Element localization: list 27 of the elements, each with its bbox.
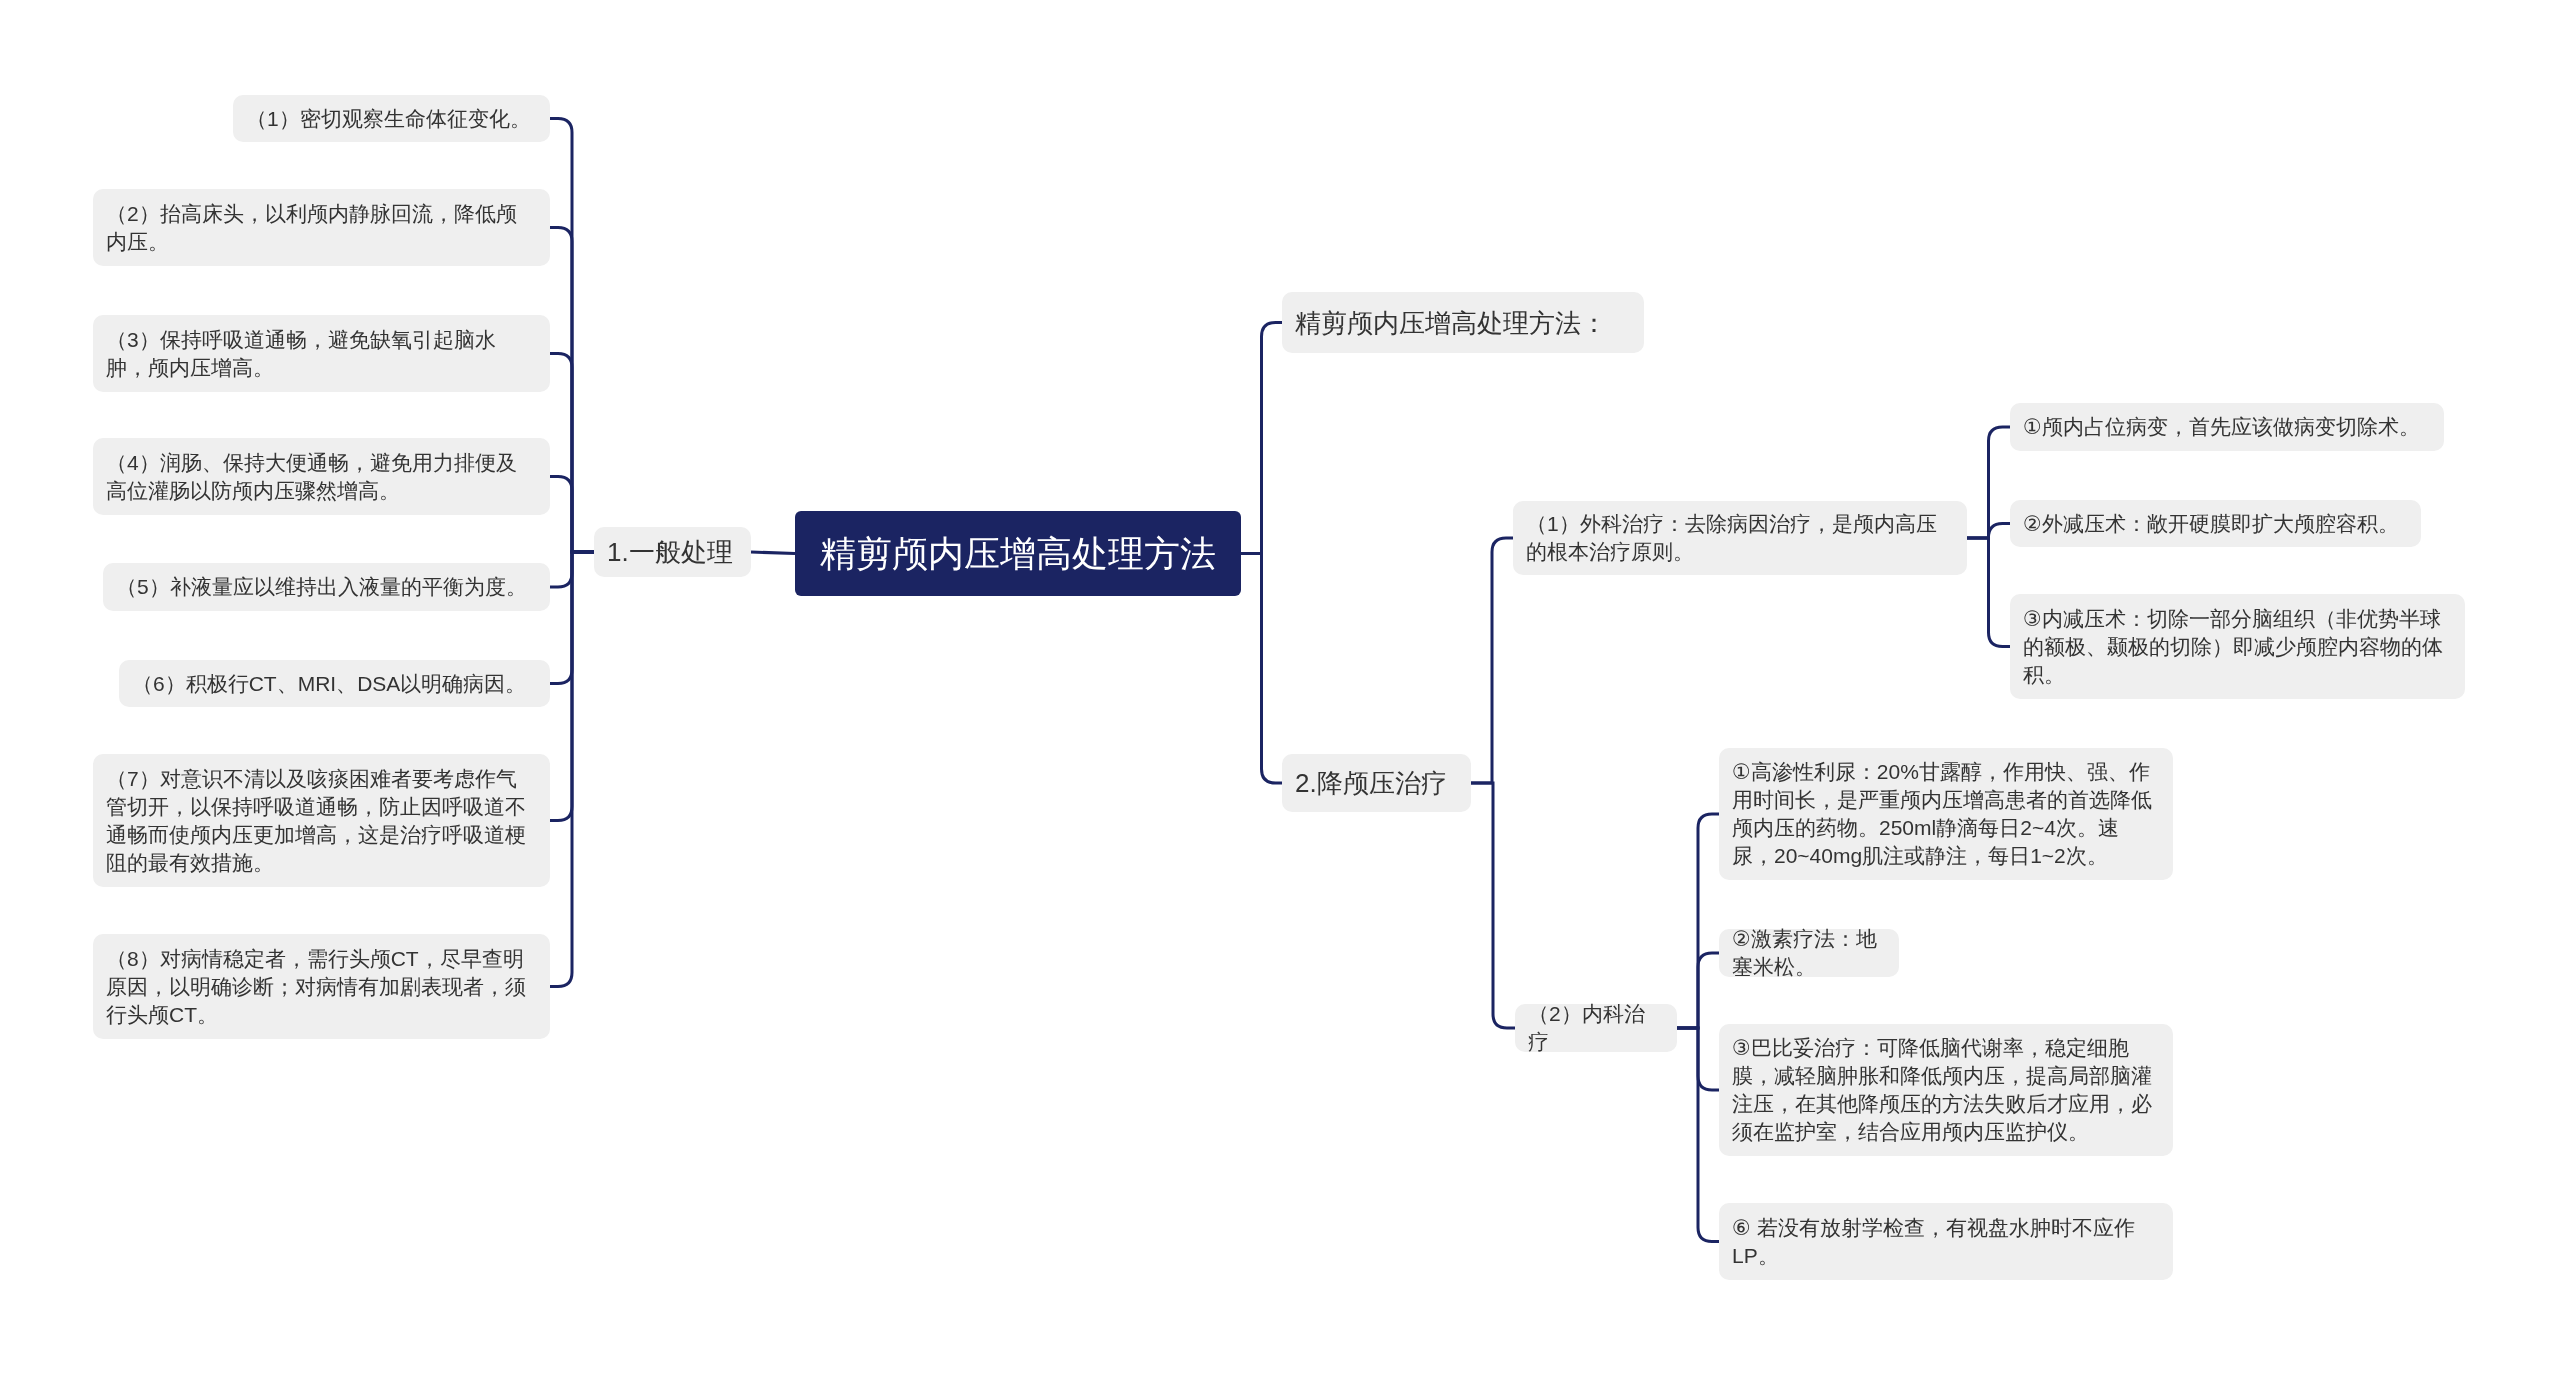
topic-box: （1）外科治疗：去除病因治疗，是颅内高压的根本治疗原则。 <box>1513 501 1967 575</box>
topic-box: （4）润肠、保持大便通畅，避免用力排便及高位灌肠以防颅内压骤然增高。 <box>93 438 550 515</box>
topic-box: 1.一般处理 <box>594 527 751 577</box>
topic-box: （5）补液量应以维持出入液量的平衡为度。 <box>103 563 550 611</box>
topic-box: （1）密切观察生命体征变化。 <box>233 95 550 142</box>
topic-box: （2）抬高床头，以利颅内静脉回流，降低颅内压。 <box>93 189 550 266</box>
topic-box: ①颅内占位病变，首先应该做病变切除术。 <box>2010 403 2444 451</box>
topic-box: （8）对病情稳定者，需行头颅CT，尽早查明原因，以明确诊断；对病情有加剧表现者，须行头颅CT。 <box>93 934 550 1039</box>
connector-line <box>1967 536 2010 648</box>
root-topic-box: 精剪颅内压增高处理方法 <box>795 511 1241 596</box>
topic-box: ①高渗性利尿：20%甘露醇，作用快、强、作用时间长，是严重颅内压增高患者的首选降低颅内压的药物。250ml静滴每日2~4次。速尿，20~40mg肌注或静注，每日1~2次。 <box>1719 748 2173 880</box>
connector-line <box>550 550 594 988</box>
topic-box: ⑥ 若没有放射学检查，有视盘水肿时不应作LP。 <box>1719 1203 2173 1280</box>
topic-box: （3）保持呼吸道通畅，避免缺氧引起脑水肿，颅内压增高。 <box>93 315 550 392</box>
topic-box: （7）对意识不清以及咳痰困难者要考虑作气管切开，以保持呼吸道通畅，防止因呼吸道不通畅而使颅内压更加增高，这是治疗呼吸道梗阻的最有效措施。 <box>93 754 550 887</box>
topic-box: （6）积极行CT、MRI、DSA以明确病因。 <box>119 660 550 707</box>
topic-box: （2）内科治疗 <box>1515 1004 1677 1052</box>
connector-line <box>1471 781 1515 1030</box>
connector-line <box>750 550 796 555</box>
topic-box: ②激素疗法：地塞米松。 <box>1719 929 1899 977</box>
topic-box: ②外减压术：敞开硬膜即扩大颅腔容积。 <box>2010 500 2421 547</box>
topic-box: ③内减压术：切除一部分脑组织（非优势半球的额极、颞极的切除）即减少颅腔内容物的体积。 <box>2010 594 2465 699</box>
topic-box: ③巴比妥治疗：可降低脑代谢率，稳定细胞膜，减轻脑肿胀和降低颅内压，提高局部脑灌注压，在其他降颅压的方法失败后才应用，必须在监护室，结合应用颅内压监护仪。 <box>1719 1024 2173 1156</box>
connector-line <box>1677 1026 1719 1243</box>
topic-box: 2.降颅压治疗 <box>1282 754 1471 812</box>
topic-box: 精剪颅内压增高处理方法： <box>1282 292 1644 353</box>
connector-line <box>1241 552 1282 785</box>
